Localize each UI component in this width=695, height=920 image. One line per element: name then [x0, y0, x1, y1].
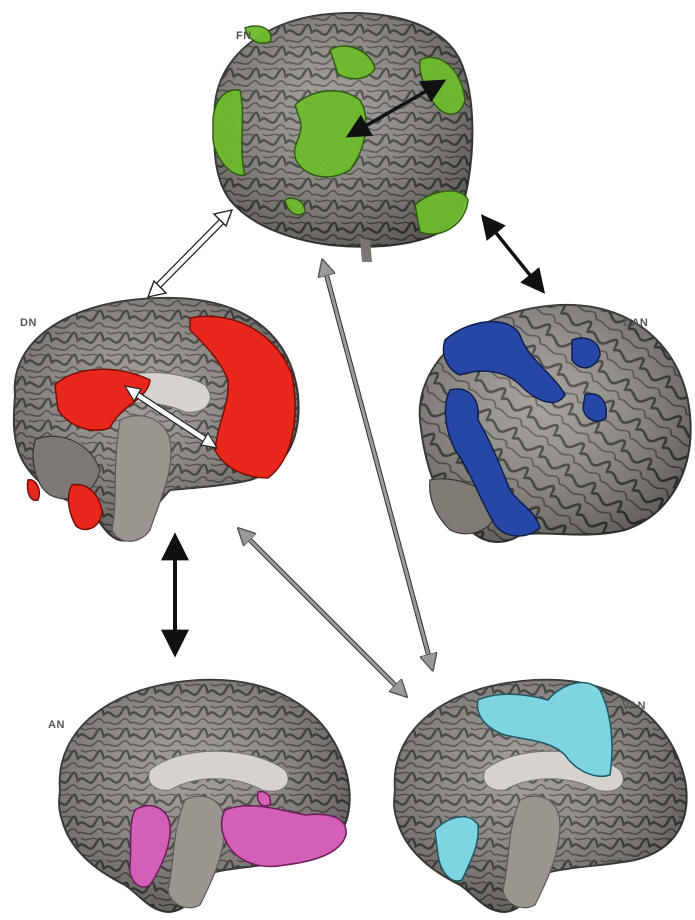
fn-brain [213, 13, 472, 262]
label-dn: DN [20, 317, 37, 329]
an-brain [59, 680, 350, 912]
label-van: VAN [622, 700, 646, 712]
dan-brain [420, 305, 691, 542]
label-fn: FN [236, 30, 252, 42]
arrow-fn-dan [484, 218, 542, 290]
van-brain [394, 680, 686, 912]
label-dan: DAN [623, 317, 648, 329]
dn-brain [14, 298, 299, 541]
arrow-fn-dn [148, 210, 232, 297]
label-an: AN [48, 719, 65, 731]
